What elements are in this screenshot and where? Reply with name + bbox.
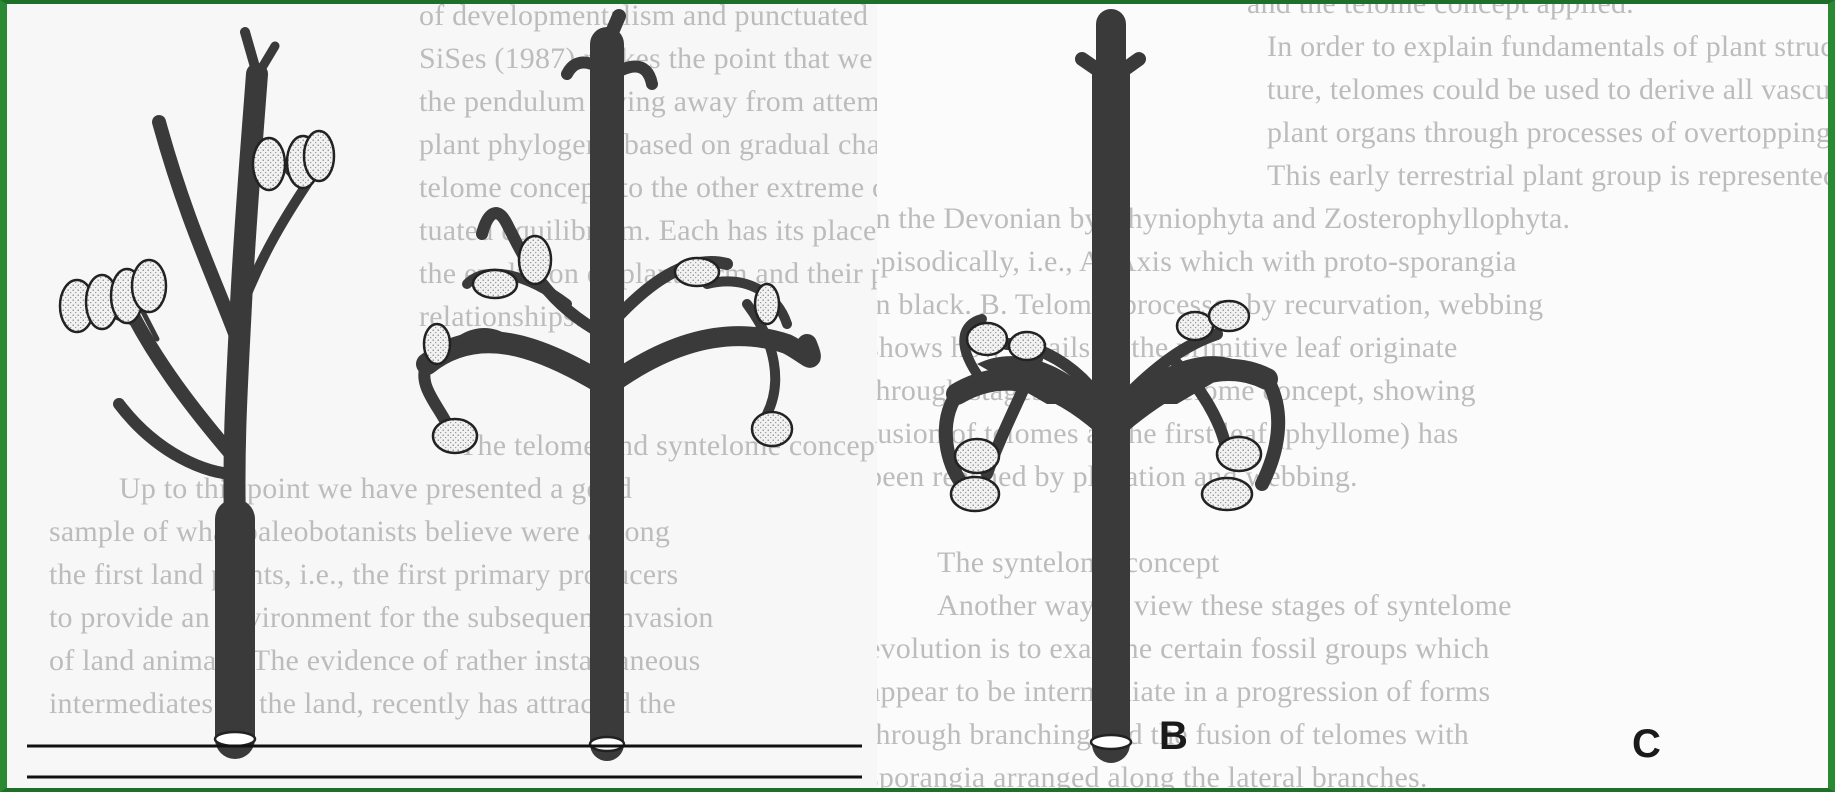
telome-plant-dichotomous (97, 32, 329, 739)
telome-plant-recurved (424, 16, 811, 744)
right-figure-panel: and the telome concept applied. In order… (877, 4, 1828, 788)
stem-base-a1 (215, 732, 255, 746)
telome-drawings-right (877, 4, 1828, 788)
panel-label-b: B (1159, 714, 1188, 759)
stem-base-b (1091, 735, 1131, 749)
telome-plant-webbed (946, 24, 1278, 744)
panel-label-c: C (1632, 722, 1661, 767)
stem-base-a2 (590, 737, 624, 751)
left-figure-panel: of developmentalism and punctuated equil… (7, 4, 877, 788)
telome-drawings-left (7, 4, 877, 788)
